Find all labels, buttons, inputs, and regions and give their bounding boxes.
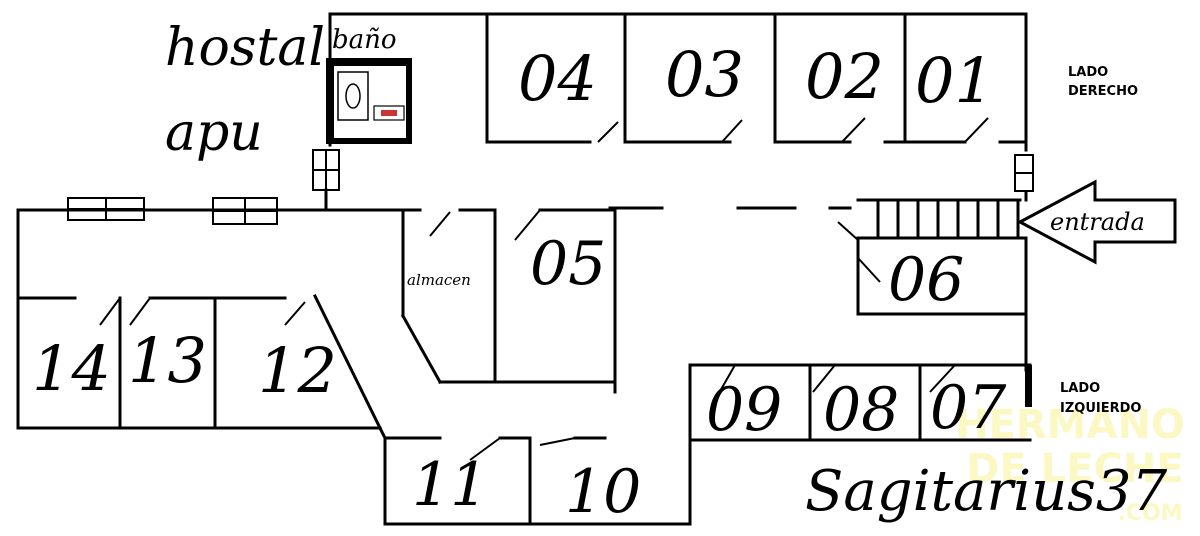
left-wing-walls: [16, 208, 383, 431]
room-08: 08: [823, 375, 899, 445]
room-13: 13: [128, 324, 207, 397]
entrance-stairs: [837, 198, 1028, 241]
room-03: 03: [665, 38, 744, 111]
label-almacen: almacen: [407, 271, 471, 289]
title-apu: apu: [165, 103, 263, 163]
toilet-icon: [345, 83, 361, 109]
room-06: 06: [888, 245, 964, 315]
watermark-line-2: DE LECHE: [966, 446, 1183, 492]
room-01: 01: [915, 44, 994, 117]
label-entrada: entrada: [1050, 208, 1145, 236]
upper-wing-walls: [328, 12, 1028, 152]
almacen-05-walls: almacen: [400, 208, 617, 394]
label-lado-izquierdo-1: LADO: [1060, 381, 1100, 396]
bathroom: baño: [326, 25, 412, 144]
label-lado-derecho-1: LADO: [1068, 65, 1108, 80]
bottom-wing-walls: [377, 363, 692, 526]
label-lado-derecho-2: DERECHO: [1068, 84, 1138, 99]
room-14: 14: [32, 332, 111, 405]
room-09: 09: [706, 375, 782, 445]
title-hostal: hostal: [165, 18, 325, 78]
room-numbers: 04 03 02 01 05 06 07 08 09 10 11 12 13 1…: [32, 38, 1007, 527]
signature: Sagitarius37: [805, 459, 1168, 524]
right-lower-wing-walls: [688, 363, 1032, 442]
room-02: 02: [805, 40, 884, 113]
room-06-walls: [856, 236, 1028, 372]
entrance-arrow: entrada: [1016, 179, 1177, 265]
room-12: 12: [258, 334, 337, 407]
label-bano: baño: [332, 25, 397, 55]
room-07: 07: [930, 373, 1007, 443]
room-05: 05: [530, 229, 606, 299]
label-lado-izquierdo-2: IZQUIERDO: [1060, 401, 1141, 416]
room-04: 04: [518, 42, 597, 115]
watermark-line-3: .COM: [1117, 501, 1182, 526]
room-11: 11: [412, 450, 488, 520]
corridor-walls: [16, 206, 852, 212]
room-10: 10: [565, 457, 641, 527]
